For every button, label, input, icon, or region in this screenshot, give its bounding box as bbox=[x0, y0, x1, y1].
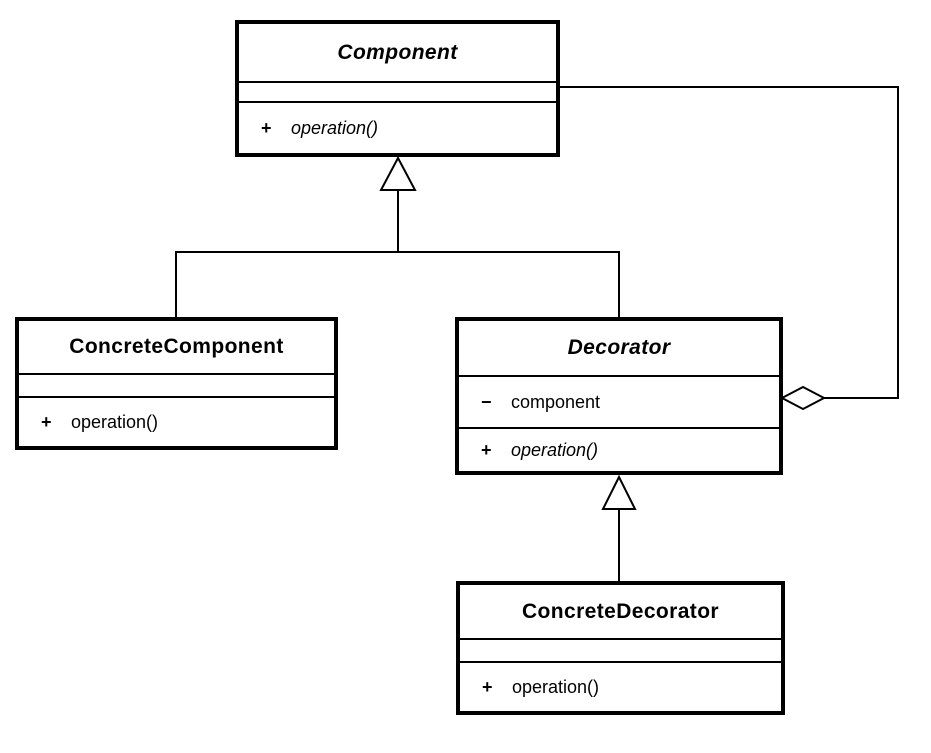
aggregation-line bbox=[560, 86, 899, 399]
generalization-arrow-decorator-icon bbox=[601, 474, 637, 510]
methods-section-concrete-decorator: + operation() bbox=[460, 663, 781, 711]
class-title-decorator: Decorator bbox=[459, 321, 779, 377]
class-box-concrete-decorator: ConcreteDecorator + operation() bbox=[456, 581, 785, 715]
method-signature: operation() bbox=[511, 440, 599, 460]
generalization-arrow-component-icon bbox=[379, 155, 417, 191]
visibility-symbol: + bbox=[481, 440, 492, 460]
attributes-section-decorator: − component bbox=[459, 377, 779, 429]
visibility-symbol: − bbox=[481, 392, 492, 412]
method-signature: operation() bbox=[512, 677, 600, 697]
generalization-branch-line bbox=[175, 251, 620, 318]
class-box-component: Component + operation() bbox=[235, 20, 560, 157]
class-title-component: Component bbox=[239, 24, 556, 83]
method-signature: operation() bbox=[71, 412, 159, 432]
class-box-concrete-component: ConcreteComponent + operation() bbox=[15, 317, 338, 450]
methods-section-decorator: + operation() bbox=[459, 429, 779, 471]
class-title-concrete-decorator: ConcreteDecorator bbox=[460, 585, 781, 640]
class-title-concrete-component: ConcreteComponent bbox=[19, 321, 334, 375]
methods-section-component: + operation() bbox=[239, 103, 556, 153]
visibility-symbol: + bbox=[261, 118, 272, 138]
aggregation-diamond-icon bbox=[779, 385, 827, 411]
visibility-symbol: + bbox=[482, 677, 493, 697]
method-row: + operation() bbox=[459, 441, 779, 459]
attributes-section-concrete-component bbox=[19, 375, 334, 398]
attribute-row: − component bbox=[459, 393, 779, 411]
method-signature: operation() bbox=[291, 118, 379, 138]
attributes-section-component bbox=[239, 83, 556, 103]
methods-section-concrete-component: + operation() bbox=[19, 398, 334, 446]
method-row: + operation() bbox=[460, 678, 781, 696]
attribute-name: component bbox=[511, 392, 601, 412]
method-row: + operation() bbox=[239, 119, 556, 137]
visibility-symbol: + bbox=[41, 412, 52, 432]
method-row: + operation() bbox=[19, 413, 334, 431]
class-box-decorator: Decorator − component + operation() bbox=[455, 317, 783, 475]
attributes-section-concrete-decorator bbox=[460, 640, 781, 663]
